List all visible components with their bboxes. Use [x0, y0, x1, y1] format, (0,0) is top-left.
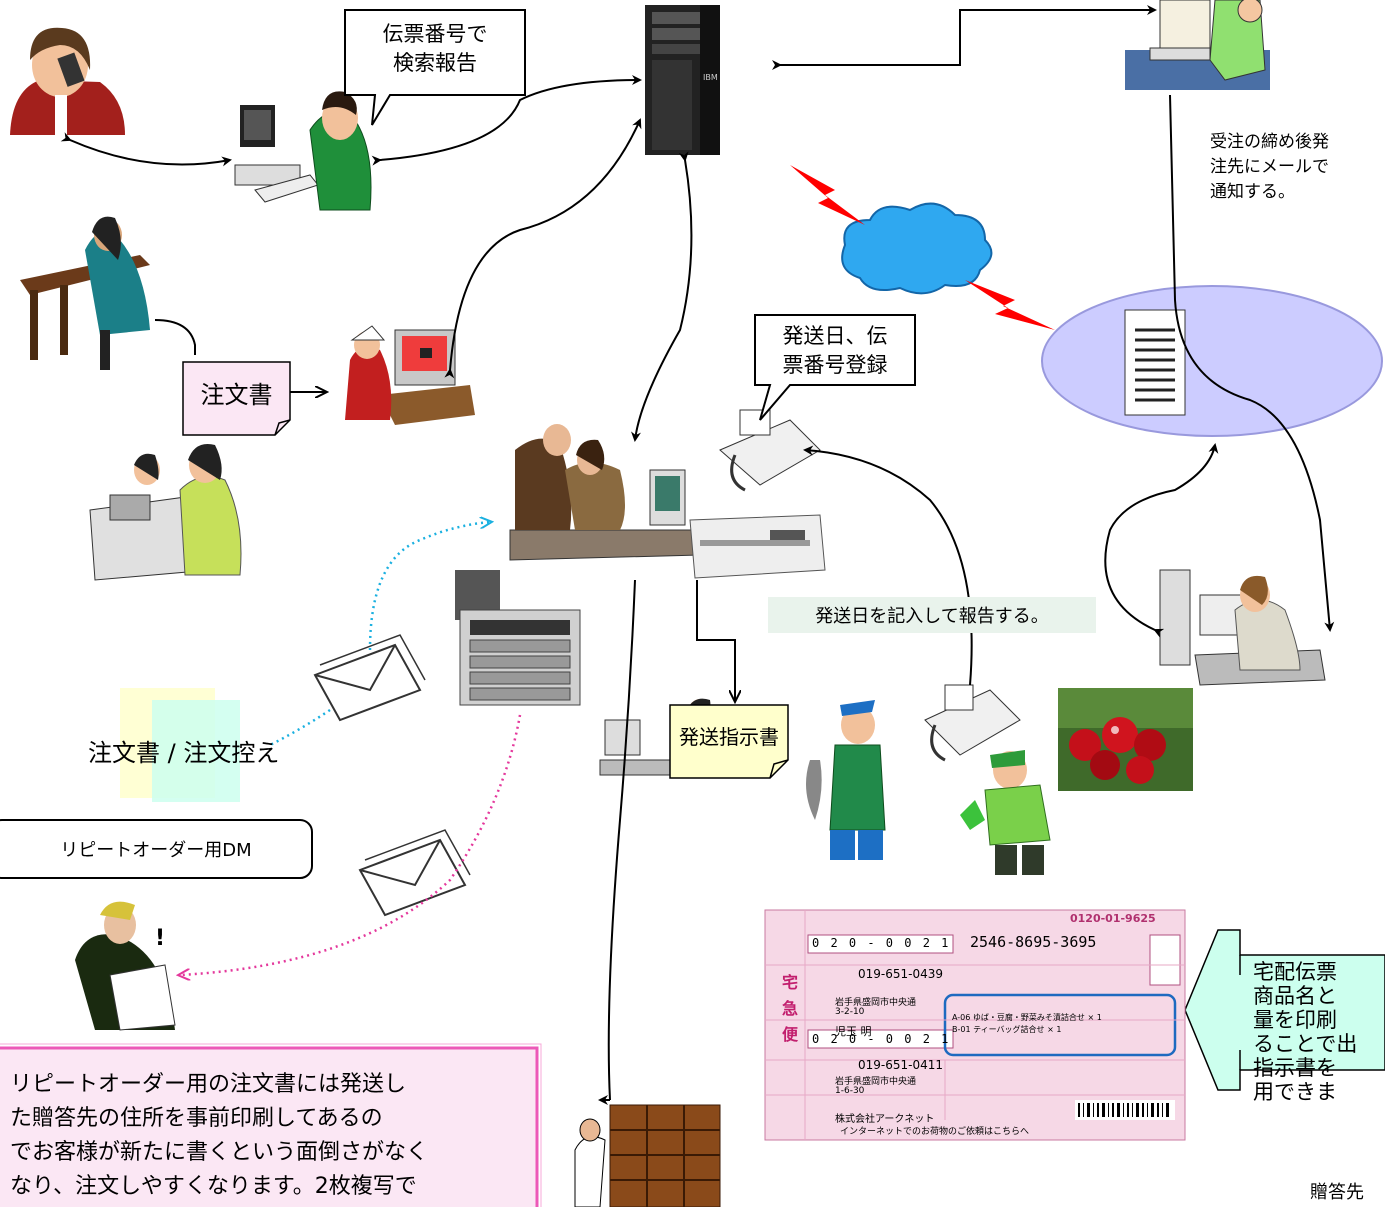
envelope-2-icon [358, 829, 471, 917]
order-copy-paper-icon [120, 688, 240, 802]
order-form-label: 注文書 [200, 380, 273, 409]
phone-woman-icon [10, 27, 125, 135]
slip-item-2: B-01 ティーバッグ詰合せ × 1 [952, 1025, 1062, 1034]
repeat-note-box [0, 1046, 539, 1207]
hosted-server-area [1041, 285, 1383, 437]
repeat-dm-box [0, 819, 313, 879]
slip-address-1: 岩手県盛岡市中央通 [835, 998, 917, 1008]
operator-pc-icon [234, 91, 372, 211]
search-report-label: 伝票番号で 検索報告 [382, 22, 488, 75]
svg-text:IBM: IBM [703, 73, 718, 82]
server-tower-icon: IBM [645, 5, 720, 155]
order-close-note: 受注の締め後発 注先にメールで 通知する。 [1210, 132, 1329, 202]
slip-tel-2: 019-651-0411 [858, 1058, 944, 1072]
internet-cloud-icon [841, 202, 993, 295]
office-team-icon [509, 424, 701, 561]
slip-note-label: 宅配伝票 商品名と 量を印刷 ることで出 指示書を 用できま [1253, 960, 1358, 1104]
reading-customer-icon: ! [75, 901, 176, 1031]
slip-tel-1: 019-651-0439 [858, 967, 944, 981]
clerk-pc-icon [345, 325, 475, 425]
slip-item-1: A-06 ゆば・豆腐・野菜みそ漬詰合せ × 1 [952, 1013, 1102, 1022]
dm-deliver-path [180, 714, 522, 975]
svg-text:!: ! [155, 926, 165, 951]
printer-icon [689, 514, 826, 579]
dm-to-copy-path [269, 708, 331, 747]
slip-tracking-number: 2546-8695-3695 [970, 933, 1097, 951]
ship-instruction-label: 発送指示書 [679, 724, 779, 749]
slip-name-1: 児玉 明 [835, 1025, 872, 1038]
ship-date-report-label: 発送日を記入して報告する。 [768, 597, 1096, 633]
order-form-doc-shape [182, 361, 291, 436]
slip-zip-1: 0 2 0 - 0 0 2 1 [812, 936, 951, 950]
supplier-pc-icon [1159, 569, 1326, 686]
lightning-2-icon [965, 280, 1055, 330]
search-report-callout-shape [344, 9, 526, 126]
farmer-fish-icon [806, 700, 886, 860]
slip-zip-2: 0 2 0 - 0 0 2 1 [812, 1032, 951, 1046]
dm-send-path [368, 522, 490, 651]
slip-address-1b: 3-2-10 [835, 1007, 865, 1017]
fax-machine-2-icon [924, 684, 1021, 762]
ship-register-label: 発送日、伝 票番号登録 [782, 324, 888, 377]
writing-woman-icon [20, 216, 150, 370]
pc-worker-topright-icon [1125, 0, 1270, 90]
cherries-photo [1058, 688, 1193, 791]
slip-note-callout-shape [1184, 929, 1385, 1091]
lightning-1-icon [790, 165, 865, 225]
slip-phone-top: 0120-01-9625 [1070, 912, 1156, 925]
repeat-dm-label: リピートオーダー用DM [60, 840, 252, 861]
slip-address-2b: 1-6-30 [835, 1086, 865, 1096]
ship-instruction-doc-shape [669, 704, 789, 779]
slip-address-2: 岩手県盛岡市中央通 [835, 1077, 917, 1087]
farmer-crops-icon [960, 750, 1051, 875]
delivery-slip-image [764, 909, 1186, 1141]
warehouse-shelf-icon [574, 1104, 721, 1207]
gift-recipient-label: 贈答先 [1310, 1182, 1364, 1203]
store-counter-icon [89, 444, 242, 581]
slip-footer: インターネットでのお荷物のご依頼はこちらへ [840, 1127, 1030, 1137]
order-copy-label: 注文書 / 注文控え [88, 739, 280, 767]
slip-brand: 宅急便 [782, 973, 799, 1044]
slip-company: 株式会社アークネット [835, 1114, 935, 1125]
ship-register-callout-shape [754, 314, 916, 421]
repeat-note-text: リピートオーダー用の注文書には発送し た贈答先の住所を事前印刷してあるの でお客… [10, 1072, 429, 1199]
office-printer-icon [455, 570, 581, 706]
envelope-1-icon [313, 634, 426, 722]
